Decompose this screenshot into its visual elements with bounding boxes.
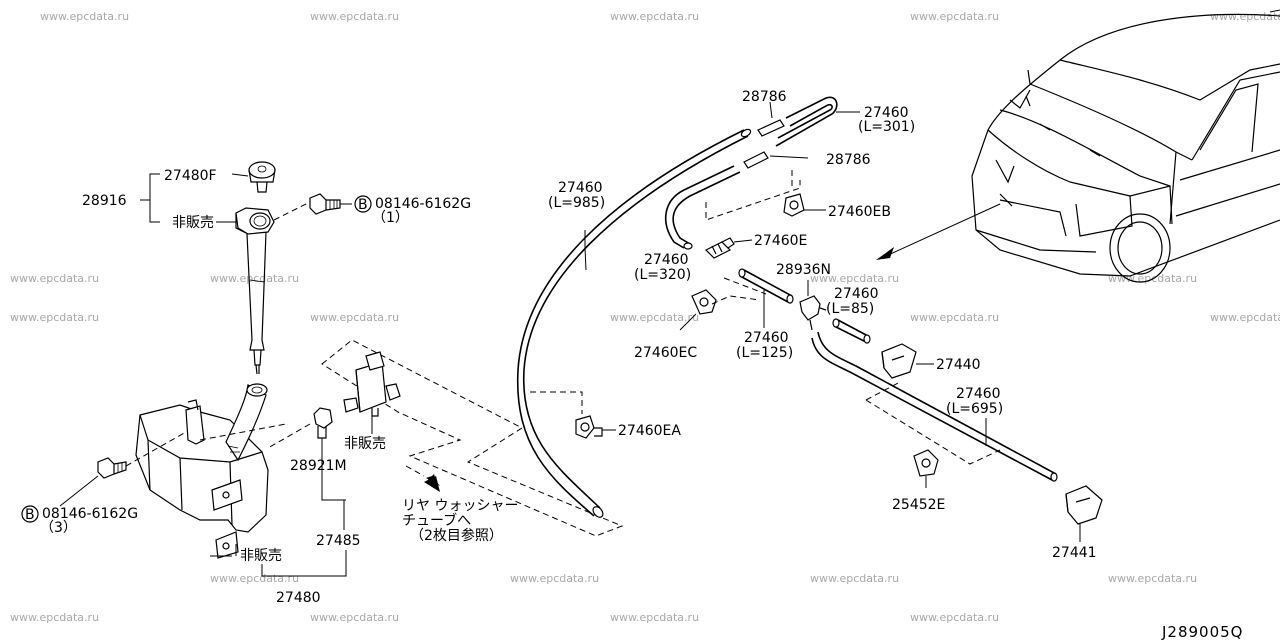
location-arrow [876, 203, 1001, 260]
label-not-for-sale-3: 非販売 [240, 548, 282, 564]
watermark: www.epcdata.ru [10, 272, 99, 285]
label-hose-125-len: (L=125) [736, 345, 793, 361]
vehicle-outline [971, 9, 1280, 283]
label-hose-695-len: (L=695) [946, 401, 1003, 417]
label-27460EC: 27460EC [634, 345, 697, 361]
watermark: www.epcdata.ru [910, 311, 999, 324]
label-27480: 27480 [276, 590, 321, 606]
watermark: www.epcdata.ru [810, 572, 899, 585]
tee-28936N[interactable] [799, 280, 827, 331]
label-bolt-bottom: 08146-6162G [42, 506, 138, 522]
label-bolt-top: 08146-6162G [375, 196, 471, 212]
rear-direction-arrow [405, 465, 440, 492]
hose-27460-L301[interactable] [775, 96, 838, 147]
washer-tank[interactable] [135, 383, 287, 559]
label-hose-695-num: 27460 [956, 386, 1001, 402]
watermark: www.epcdata.ru [1210, 10, 1280, 23]
label-rear-note-2: チューブへ [402, 512, 471, 529]
nozzle-27441[interactable] [1065, 485, 1103, 542]
label-28786-b: 28786 [826, 152, 871, 168]
watermark: www.epcdata.ru [210, 272, 299, 285]
label-27441: 27441 [1052, 545, 1097, 561]
label-bolt-top-qty: （1） [372, 210, 409, 226]
label-hose-85-len: (L=85) [826, 301, 874, 317]
label-28921M: 28921M [290, 458, 347, 474]
hose-27460-L85[interactable] [832, 318, 871, 344]
label-hose-301-len: (L=301) [858, 119, 915, 135]
labels: 27480F 28916 非販売 B 08146-6162G （1） B 081… [25, 89, 1244, 641]
label-27480F: 27480F [164, 168, 217, 184]
bolt-symbol-top [354, 195, 372, 213]
label-not-for-sale-1: 非販売 [172, 215, 214, 231]
label-hose-320-len: (L=320) [634, 267, 691, 283]
bolt-bottom[interactable] [59, 431, 187, 507]
label-not-for-sale-2: 非販売 [344, 436, 386, 452]
label-rear-note-1: リヤ ウォッシャー [402, 498, 518, 514]
hose-27460-L985[interactable] [516, 128, 752, 519]
hose-27460-L320[interactable] [665, 165, 741, 250]
watermark: www.epcdata.ru [210, 572, 299, 585]
watermark: www.epcdata.ru [310, 311, 399, 324]
filler-neck-assembly[interactable] [235, 207, 275, 375]
watermark: www.epcdata.ru [610, 10, 699, 23]
label-28936N: 28936N [776, 262, 831, 278]
watermark: www.epcdata.ru [810, 272, 899, 285]
clip-27460EB[interactable] [783, 193, 826, 217]
watermark: www.epcdata.ru [610, 311, 699, 324]
bolt-symbol-top-letter: B [358, 197, 368, 213]
watermark: www.epcdata.ru [510, 572, 599, 585]
hose-27460-L125[interactable] [723, 268, 794, 328]
bolt-symbol-bottom-letter: B [25, 507, 35, 523]
washer-pump[interactable] [321, 339, 624, 537]
label-rear-note-3: （2枚目参照） [410, 527, 503, 544]
watermark: www.epcdata.ru [910, 10, 999, 23]
watermark-layer: www.epcdata.ru www.epcdata.ru www.epcdata.… [10, 10, 1280, 624]
connector-27460E[interactable] [704, 237, 753, 259]
bolt-top[interactable] [273, 193, 352, 221]
watermark: www.epcdata.ru [910, 611, 999, 624]
nozzle-27440[interactable] [881, 343, 934, 379]
watermark: www.epcdata.ru [10, 311, 99, 324]
watermark: www.epcdata.ru [10, 611, 99, 624]
label-27460EA: 27460EA [618, 423, 681, 439]
label-hose-85-num: 27460 [834, 286, 879, 302]
label-28916: 28916 [82, 193, 127, 209]
bolt-symbol-bottom [21, 505, 39, 523]
label-hose-985-num: 27460 [558, 180, 603, 196]
clip-27460EC[interactable] [679, 289, 761, 331]
label-27485: 27485 [316, 533, 361, 549]
label-hose-985-len: (L=985) [548, 195, 605, 211]
watermark: www.epcdata.ru [1210, 311, 1280, 324]
label-27440: 27440 [936, 357, 981, 373]
joint-28786-upper[interactable] [757, 101, 785, 137]
watermark: www.epcdata.ru [1108, 572, 1197, 585]
label-hose-320-num: 27460 [644, 252, 689, 268]
watermark: www.epcdata.ru [610, 611, 699, 624]
watermark: www.epcdata.ru [310, 10, 399, 23]
label-hose-125-num: 27460 [744, 330, 789, 346]
joint-28786-lower[interactable] [743, 151, 769, 169]
label-25452E: 25452E [892, 497, 945, 513]
label-28786-a: 28786 [742, 89, 787, 105]
hose-27460-L695[interactable] [811, 331, 1058, 482]
label-27460EB: 27460EB [828, 204, 891, 220]
watermark: www.epcdata.ru [40, 10, 129, 23]
label-27460E: 27460E [754, 233, 807, 249]
watermark: www.epcdata.ru [310, 611, 399, 624]
label-hose-301-num: 27460 [864, 105, 909, 121]
grommet-28921M[interactable] [267, 407, 333, 456]
clip-25452E[interactable] [913, 449, 939, 488]
filler-cap-27480F[interactable] [248, 161, 276, 193]
clip-27460EA[interactable] [530, 391, 616, 439]
label-bolt-bottom-qty: （3） [40, 520, 77, 536]
document-id: J289005Q [1161, 623, 1244, 640]
